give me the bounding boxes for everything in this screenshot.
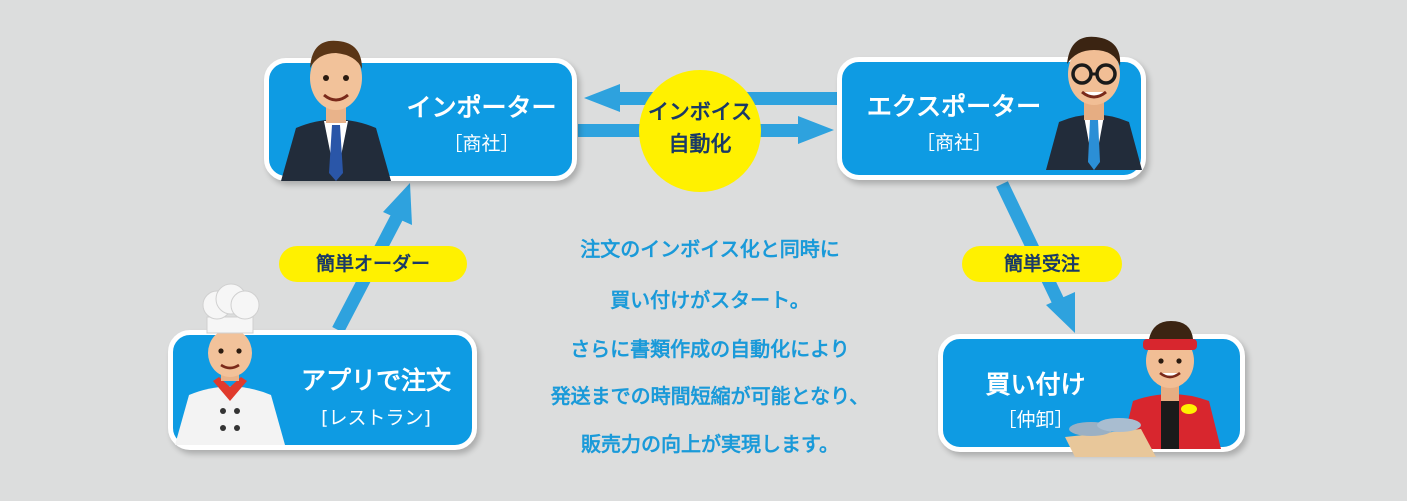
wholesaler-title: 買い付け (985, 370, 1086, 399)
badge-line2: 自動化 (668, 132, 732, 156)
businessman-glasses-icon (1046, 36, 1142, 170)
chef-icon (175, 283, 285, 445)
businessman-icon (281, 40, 391, 181)
message-line-2: 買い付けがスタート。 (610, 288, 810, 312)
message-line-5: 販売力の向上が実現します。 (581, 432, 839, 456)
exporter-sub: ［商社］ (915, 132, 992, 154)
arrow-accept (996, 181, 1075, 333)
message-line-3: さらに書類作成の自動化により (570, 337, 850, 361)
easy-accept-label: 簡単受注 (962, 246, 1122, 282)
restaurant-box: アプリで注文 [レストラン] (168, 283, 477, 450)
badge-line1: インボイス (647, 100, 753, 124)
fishmonger-icon (1065, 321, 1221, 457)
wholesaler-sub: ［仲卸］ (997, 409, 1074, 431)
wholesaler-box: 買い付け ［仲卸］ (938, 321, 1245, 457)
importer-title: インポーター (406, 93, 557, 122)
exporter-title: エクスポーター (866, 92, 1042, 121)
importer-box: インポーター ［商社］ (264, 40, 577, 181)
message-line-4: 発送までの時間短縮が可能となり、 (550, 384, 870, 408)
restaurant-sub: [レストラン] (321, 407, 431, 429)
easy-order-label: 簡単オーダー (279, 246, 467, 282)
restaurant-title: アプリで注文 (300, 366, 451, 395)
importer-sub: ［商社］ (443, 133, 520, 155)
invoice-automation-badge: インボイス 自動化 (639, 70, 761, 192)
exporter-box: エクスポーター ［商社］ (837, 36, 1146, 180)
message-line-1: 注文のインボイス化と同時に (580, 237, 840, 261)
